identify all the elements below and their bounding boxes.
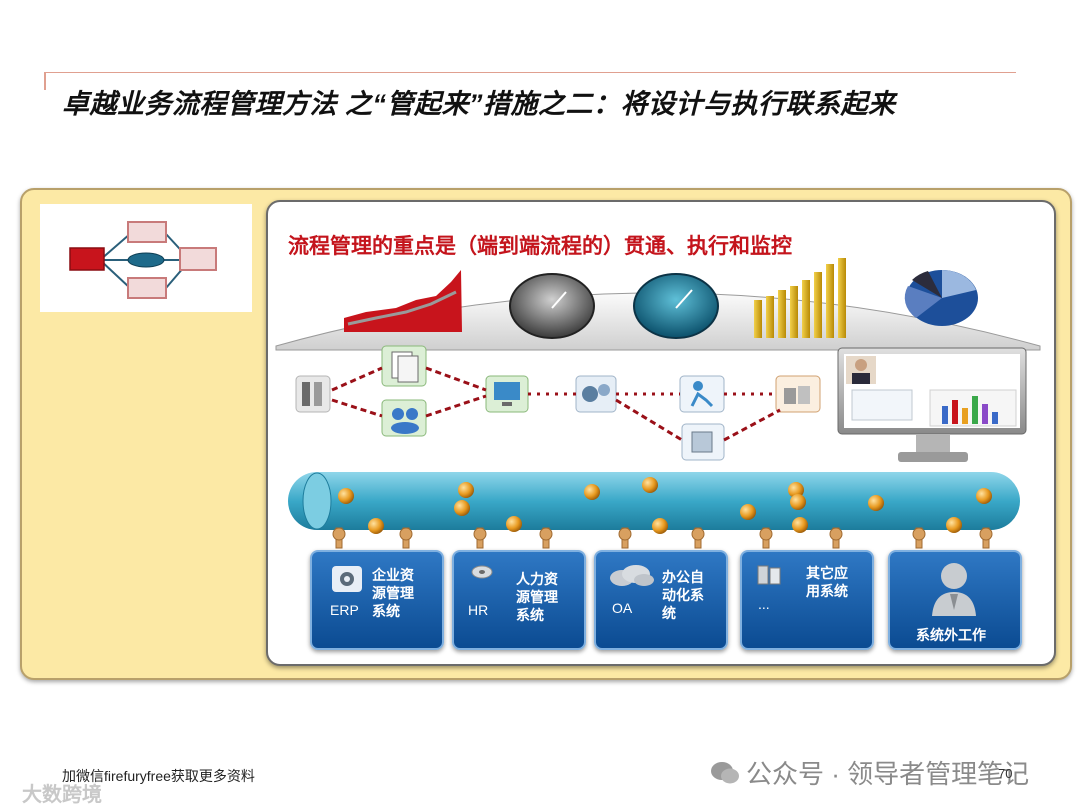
other-label: 其它应 用系统 — [806, 565, 848, 599]
other-abbr: ... — [758, 596, 770, 612]
cloud-icon — [606, 564, 656, 588]
erp-label: 企业资 源管理 系统 — [372, 567, 414, 619]
pie-chart-icon — [904, 270, 978, 326]
corner-watermark: 大数跨境 — [22, 784, 102, 806]
title-rule — [44, 72, 1016, 73]
oa-system-box: 办公自 动化系 统 OA — [594, 550, 728, 650]
teal-gauge-icon — [633, 273, 719, 339]
filing-cabinet-icon — [295, 375, 331, 413]
area-chart-icon — [344, 270, 462, 332]
oa-abbr: OA — [612, 600, 633, 616]
monitor-process-icon — [485, 375, 529, 413]
data-tokens — [338, 477, 992, 534]
gray-gauge-icon — [509, 273, 595, 339]
server-process-icon — [681, 423, 725, 461]
users-icon — [381, 399, 427, 437]
hr-system-box: 人力资 源管理 系统 HR — [452, 550, 586, 650]
hr-label: 人力资 源管理 系统 — [516, 571, 558, 623]
boxes-icon — [775, 375, 821, 413]
wechat-icon — [710, 761, 740, 792]
oa-label: 办公自 动化系 统 — [662, 569, 704, 621]
other-system-box: 其它应 用系统 ... — [740, 550, 874, 650]
runner-icon — [679, 375, 725, 413]
process-diagram-icon — [40, 204, 252, 312]
disc-icon — [470, 564, 494, 580]
gears-icon — [575, 375, 617, 413]
external-work-label: 系统外工作 — [916, 627, 986, 643]
footer-watermark: 公众号 · 领导者管理笔记 — [710, 754, 1029, 792]
slide-title: 卓越业务流程管理方法 之“管起来”措施之二：将设计与执行联系起来 — [62, 89, 896, 119]
bar-chart-icon — [754, 258, 846, 338]
person-icon — [928, 560, 980, 616]
erp-system-box: 企业资 源管理 系统 ERP — [310, 550, 444, 650]
bus-connectors — [332, 527, 993, 549]
process-flow-icon — [69, 221, 217, 299]
inner-title: 流程管理的重点是（端到端流程的）贯通、执行和监控 — [288, 235, 792, 258]
documents-icon — [381, 345, 427, 387]
external-work-box: 系统外工作 — [888, 550, 1022, 650]
erp-abbr: ERP — [330, 602, 359, 618]
gear-icon — [332, 566, 362, 592]
monitor-dashboard-icon — [837, 347, 1027, 462]
title-tick — [44, 72, 46, 90]
hr-abbr: HR — [468, 602, 489, 618]
footer-note: 加微信firefuryfree获取更多资料 — [62, 768, 255, 784]
page-number: 70 — [998, 766, 1013, 781]
process-illustration — [275, 258, 1041, 549]
server-icon — [756, 564, 782, 586]
